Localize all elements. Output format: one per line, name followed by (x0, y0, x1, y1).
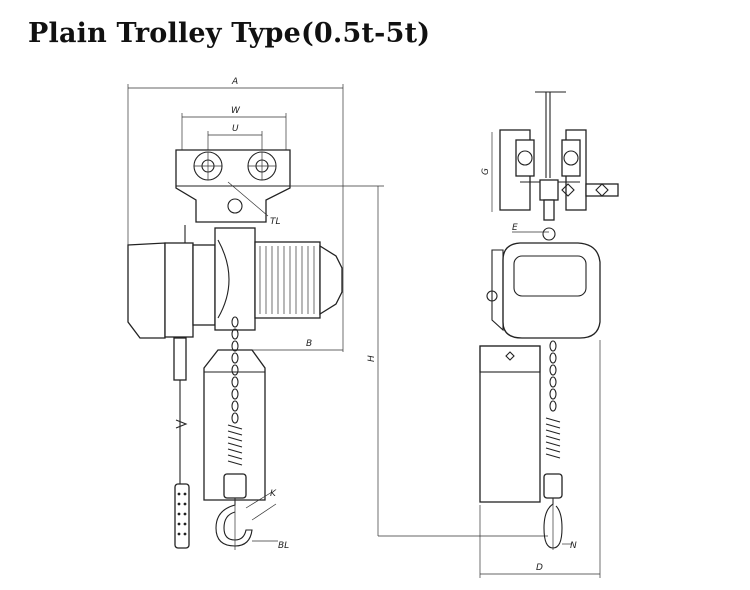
side-view: G E (479, 91, 619, 578)
front-view: A W U TL (127, 77, 384, 551)
page-title: Plain Trolley Type(0.5t-5t) (28, 18, 431, 49)
dim-label-w: W (231, 106, 241, 116)
dim-label-bl: BL (278, 541, 289, 551)
height-dimension: H (367, 186, 548, 537)
dim-label-g: G (481, 168, 491, 175)
dim-label-d: D (536, 563, 543, 573)
dim-label-e: E (512, 223, 518, 233)
dim-label-tl: TL (270, 217, 281, 227)
dim-label-k: K (270, 489, 277, 499)
dim-label-b: B (306, 339, 312, 349)
dim-label-u: U (232, 124, 239, 134)
dim-label-n: N (570, 541, 577, 551)
dim-label-a: A (231, 77, 238, 87)
dim-label-h: H (367, 355, 377, 362)
